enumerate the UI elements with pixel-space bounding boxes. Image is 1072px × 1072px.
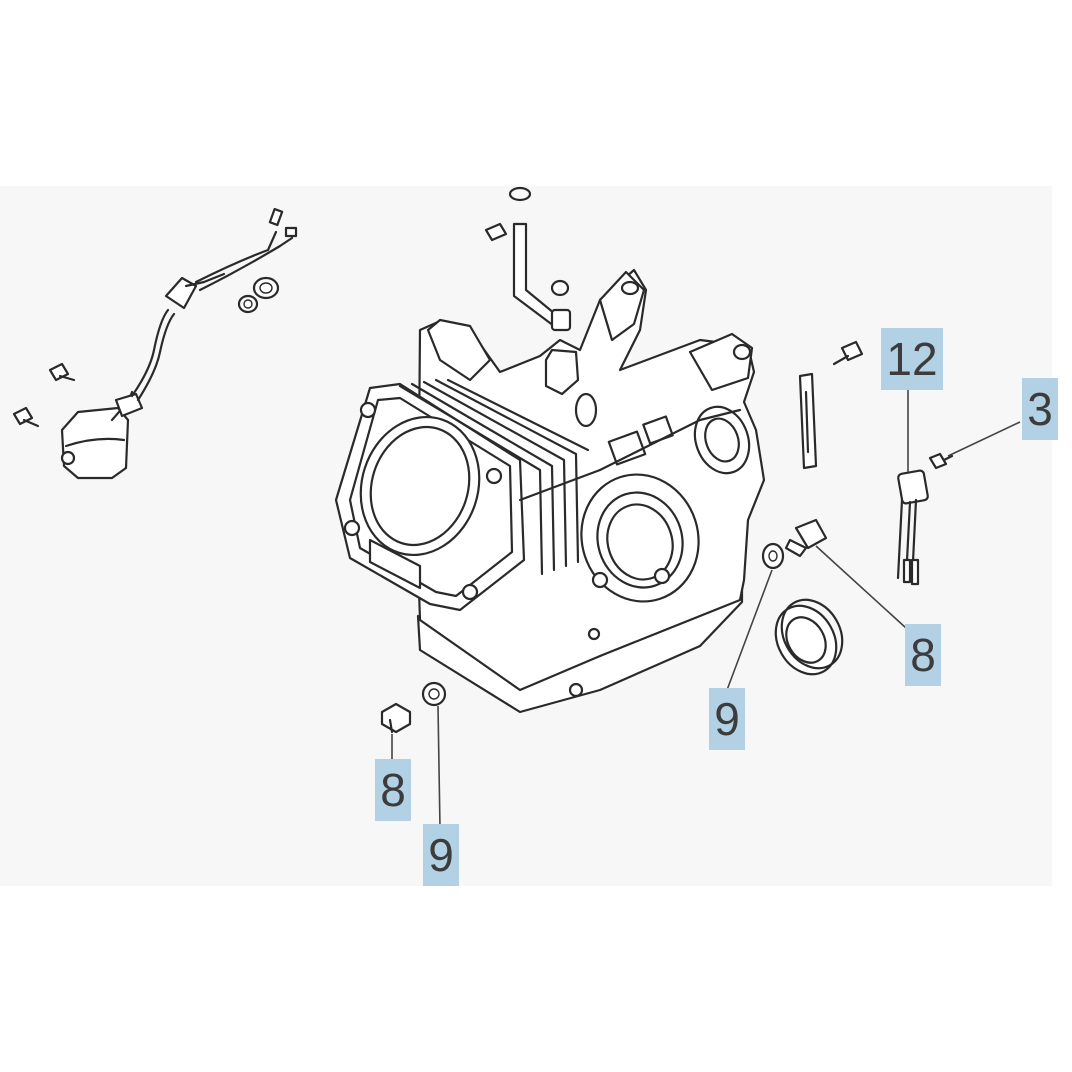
- nut-and-washer-left: [237, 276, 280, 314]
- callout-9-lower: 9: [423, 824, 459, 886]
- washer-lower: [421, 681, 447, 707]
- callout-3: 3: [1022, 378, 1058, 440]
- oil-seal: [774, 598, 844, 676]
- crankcase: [334, 268, 766, 714]
- leader-lines: [391, 388, 1021, 829]
- screws-left: [12, 362, 76, 428]
- callout-9-right: 9: [709, 688, 745, 750]
- ignition-coil: [60, 207, 298, 480]
- drain-bolt-right: [784, 518, 828, 558]
- callout-12: 12: [881, 328, 943, 390]
- callout-8-right: 8: [905, 624, 941, 686]
- bolt-upper-right: [832, 340, 864, 366]
- callout-8-lower: 8: [375, 759, 411, 821]
- drain-bolt-lower: [380, 702, 412, 734]
- washer-right: [761, 542, 785, 570]
- screw-item-3: [928, 452, 954, 470]
- governor-arm: [484, 186, 572, 332]
- level-plate: [798, 372, 818, 470]
- oil-alert-switch: [896, 469, 929, 586]
